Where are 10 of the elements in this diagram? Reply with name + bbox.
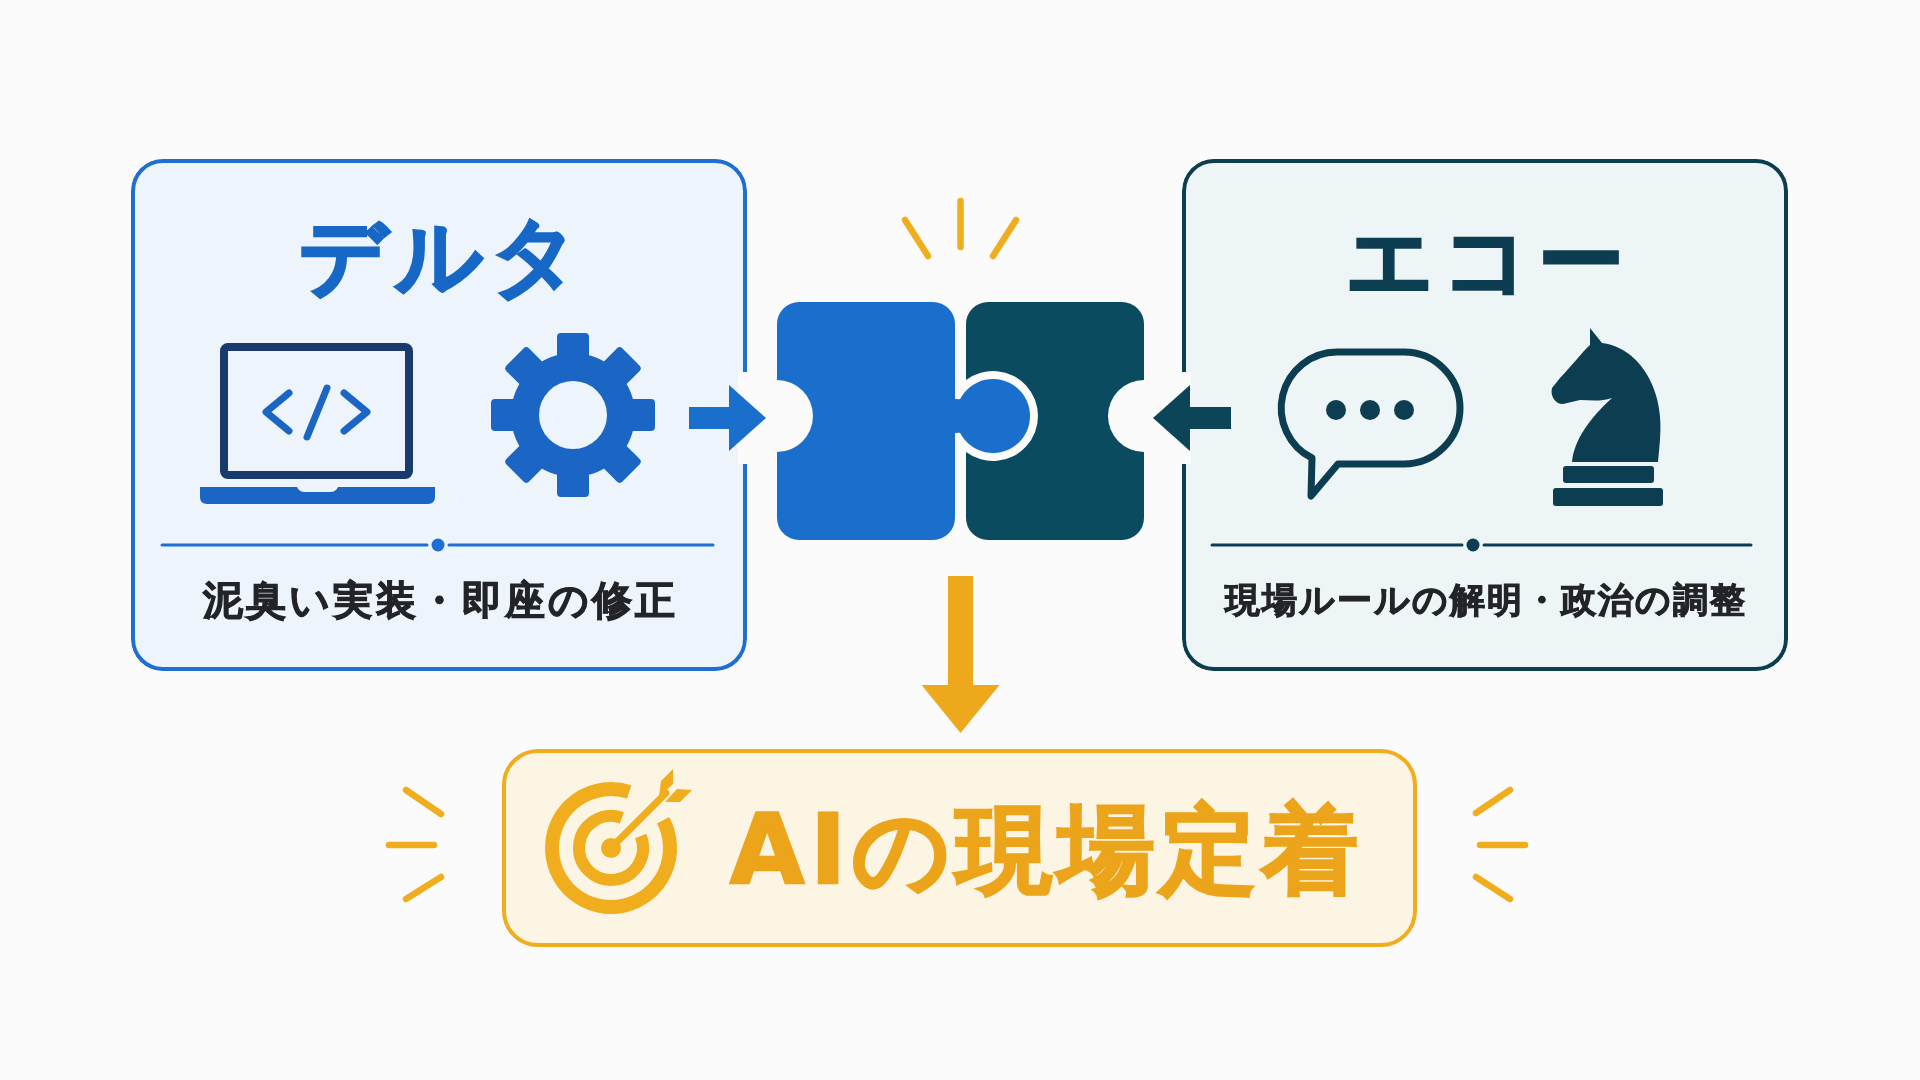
card-title: デルタ [298, 213, 588, 299]
goal-box [502, 749, 1417, 947]
arrow [921, 576, 1000, 733]
card-text: 泥臭い実装・即座の修正 [202, 580, 679, 620]
arrow [1153, 385, 1231, 451]
card-title: エコー [1345, 217, 1633, 303]
card [1182, 159, 1788, 671]
card-text: 現場ルールの解明・政治の調整 [1223, 583, 1748, 618]
card [131, 159, 747, 671]
arrow [689, 385, 766, 451]
